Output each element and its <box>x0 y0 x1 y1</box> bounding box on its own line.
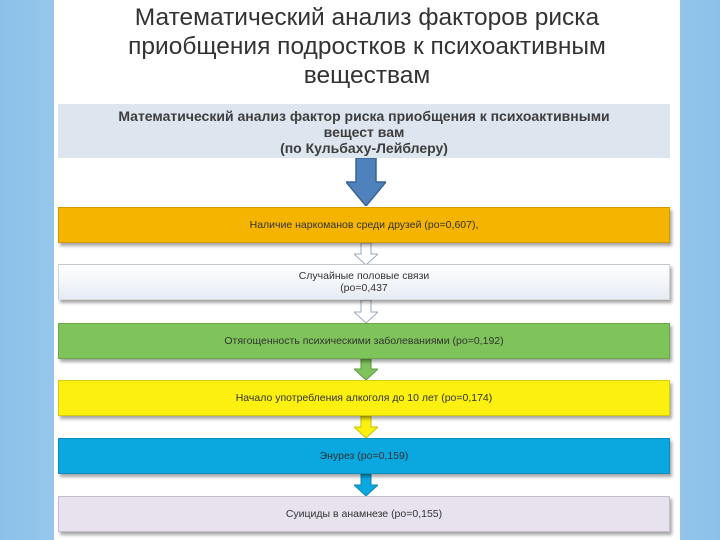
factor-label: Наличие наркоманов среди друзей (ро=0,60… <box>249 219 479 231</box>
factor-box: Начало употребления алкоголя до 10 лет (… <box>58 380 670 416</box>
factor-box: Случайные половые связи (ро=0,437 <box>58 264 670 300</box>
title-line-1: Математический анализ факторов риска <box>134 3 600 31</box>
factor-label: Энурез (ро=0,159) <box>319 450 409 462</box>
connector-arrow-icon <box>354 474 378 496</box>
slide-title: Математический анализ факторов риска при… <box>54 0 680 92</box>
factor-box: Отягощенность психическими заболеваниями… <box>58 323 670 359</box>
header-line-2: вещест вам <box>323 124 405 140</box>
factor-label: (ро=0,437 <box>340 282 388 294</box>
down-arrow-icon <box>346 158 386 206</box>
factor-box: Энурез (ро=0,159) <box>58 438 670 474</box>
connector-arrow-icon <box>354 359 378 380</box>
title-line-3: веществам <box>303 61 431 89</box>
connector-arrow-icon <box>354 243 378 265</box>
factor-label: Случайные половые связи <box>298 270 430 282</box>
connector-arrow-icon <box>354 300 378 323</box>
factor-box: Суициды в анамнезе (ро=0,155) <box>58 496 670 532</box>
header-line-1: Математический анализ фактор риска приоб… <box>118 108 610 124</box>
factor-label: Начало употребления алкоголя до 10 лет (… <box>235 392 493 404</box>
factor-label: Суициды в анамнезе (ро=0,155) <box>285 508 443 520</box>
header-line-3: (по Кульбаху-Лейблеру) <box>280 140 448 156</box>
factor-box: Наличие наркоманов среди друзей (ро=0,60… <box>58 207 670 243</box>
factor-label: Отягощенность психическими заболеваниями… <box>224 335 504 347</box>
diagram-header: Математический анализ фактор риска приоб… <box>58 104 670 158</box>
connector-arrow-icon <box>354 416 378 438</box>
title-line-2: приобщения подростков к психоактивным <box>128 32 606 60</box>
